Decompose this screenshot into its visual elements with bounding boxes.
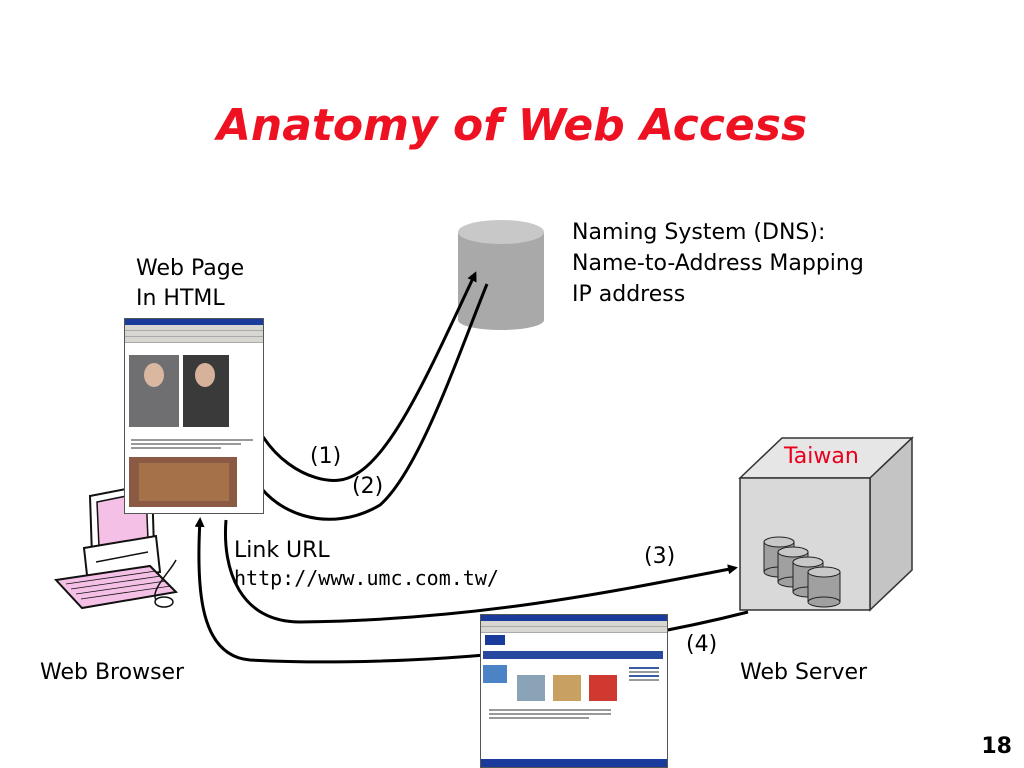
arrow-step-3 — [223, 519, 738, 624]
step-1-label: (1) — [310, 444, 342, 469]
link-url-label: Link URL — [234, 538, 330, 563]
in-html-label: In HTML — [136, 286, 225, 311]
dns-label-line2: Name-to-Address Mapping — [572, 251, 864, 276]
arrow-step-2 — [248, 283, 489, 521]
web-server-label: Web Server — [740, 660, 868, 685]
arrow-step-1 — [244, 271, 477, 482]
web-page-label: Web Page — [136, 256, 245, 281]
umc-website-thumbnail — [480, 614, 668, 768]
web-browser-label: Web Browser — [40, 660, 185, 685]
page-number: 18 — [981, 734, 1012, 759]
lab-photo — [129, 457, 237, 507]
dns-label-line1: Naming System (DNS): — [572, 220, 826, 245]
dns-server-icon — [458, 220, 544, 330]
web-page-thumbnail — [124, 318, 264, 514]
taiwan-label: Taiwan — [784, 444, 859, 469]
step-2-label: (2) — [352, 474, 384, 499]
person-photo-1 — [129, 355, 179, 427]
step-4-label: (4) — [686, 632, 718, 657]
url-text: http://www.umc.com.tw/ — [234, 566, 499, 590]
server-disks-icon — [763, 536, 841, 608]
person-photo-2 — [183, 355, 229, 427]
dns-label-line3: IP address — [572, 282, 686, 307]
slide-title: Anatomy of Web Access — [216, 100, 808, 151]
step-3-label: (3) — [644, 544, 676, 569]
